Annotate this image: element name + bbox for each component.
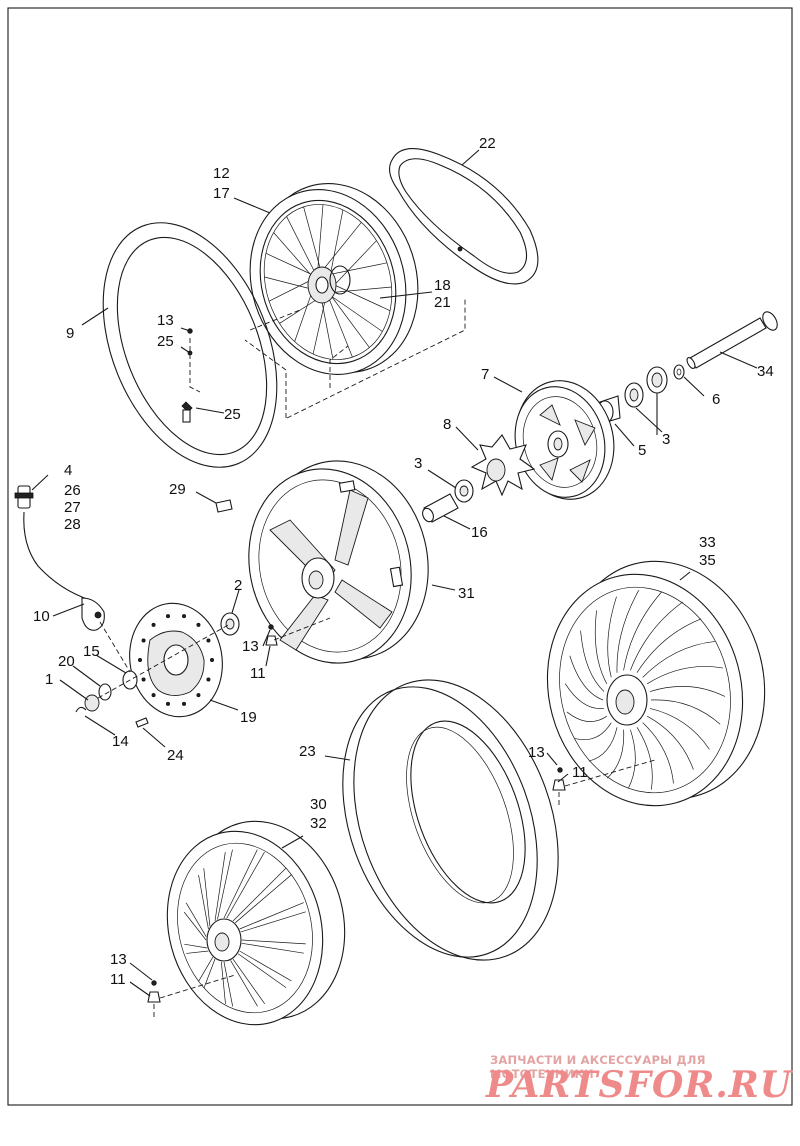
inner-tube-part — [102, 222, 278, 468]
turbine-wheel-part — [546, 560, 766, 807]
wheel-speed-sensor-part — [14, 485, 105, 631]
callout-3: 3 — [662, 431, 670, 448]
callout-26: 26 — [64, 482, 81, 499]
spacer-ring-part — [673, 364, 685, 380]
cast-wheel-part — [248, 460, 429, 664]
callout-33: 33 — [699, 534, 716, 551]
callout-2: 2 — [234, 577, 242, 594]
callout-7: 7 — [481, 366, 489, 383]
cush-drive-part — [470, 434, 536, 497]
callout-30: 30 — [310, 796, 327, 813]
callout-18: 18 — [434, 277, 451, 294]
callout-4: 4 — [64, 462, 72, 479]
drive-belt-part — [389, 148, 539, 285]
callout-1: 1 — [45, 671, 53, 688]
callout-8: 8 — [443, 416, 451, 433]
callout-6: 6 — [712, 391, 720, 408]
callout-22: 22 — [479, 135, 496, 152]
callout-13: 13 — [110, 951, 127, 968]
callout-11: 11 — [572, 764, 588, 781]
callout-32: 32 — [310, 815, 327, 832]
callout-10: 10 — [33, 608, 50, 625]
valve-stem-turbine-part — [552, 759, 656, 806]
callout-11: 11 — [110, 971, 126, 988]
brake-rotor-part — [129, 602, 223, 718]
callout-13: 13 — [528, 744, 545, 761]
spacer-tube-part — [422, 493, 459, 523]
spoked-wheel-part — [249, 183, 419, 375]
callout-16: 16 — [471, 524, 488, 541]
tire-part — [342, 679, 559, 961]
diagram-frame — [7, 7, 793, 1106]
callout-labels: 12 17 22 18 21 9 13 25 25 34 7 6 5 3 8 3… — [33, 135, 774, 988]
callout-34: 34 — [757, 363, 774, 380]
callout-3: 3 — [414, 455, 422, 472]
callout-29: 29 — [169, 481, 186, 498]
axle-part — [686, 311, 778, 369]
callout-31: 31 — [458, 585, 475, 602]
callout-17: 17 — [213, 185, 230, 202]
callout-27: 27 — [64, 499, 81, 516]
watermark-brand-logo: PARTSFOR.RU — [486, 1064, 793, 1106]
lower-cast-wheel-part — [166, 820, 346, 1026]
rear-sprocket-part — [514, 380, 615, 500]
callout-9: 9 — [66, 325, 74, 342]
leader-lines — [31, 149, 758, 997]
callout-13: 13 — [242, 638, 259, 655]
alignment-lines-upper — [189, 298, 466, 419]
callout-24: 24 — [167, 747, 184, 764]
callout-13: 13 — [157, 312, 174, 329]
callout-5: 5 — [638, 442, 646, 459]
callout-23: 23 — [299, 743, 316, 760]
watermark-tagline: ЗАПЧАСТИ И АКСЕССУАРЫ ДЛЯ МОТОТЕХНИКИ — [490, 1053, 706, 1081]
callout-21: 21 — [434, 294, 451, 311]
valve-stem-lower-part — [147, 974, 236, 1020]
axle-nut-part — [75, 621, 231, 728]
callout-25: 25 — [157, 333, 174, 350]
valve-stem-part — [265, 617, 331, 646]
callout-19: 19 — [240, 709, 257, 726]
callout-35: 35 — [699, 552, 716, 569]
small-block-part — [215, 499, 233, 513]
callout-28: 28 — [64, 516, 81, 533]
callout-12: 12 — [213, 165, 230, 182]
callout-20: 20 — [58, 653, 75, 670]
callout-15: 15 — [83, 643, 100, 660]
callout-14: 14 — [112, 733, 129, 750]
callout-25: 25 — [224, 406, 241, 423]
callout-11: 11 — [250, 665, 266, 682]
